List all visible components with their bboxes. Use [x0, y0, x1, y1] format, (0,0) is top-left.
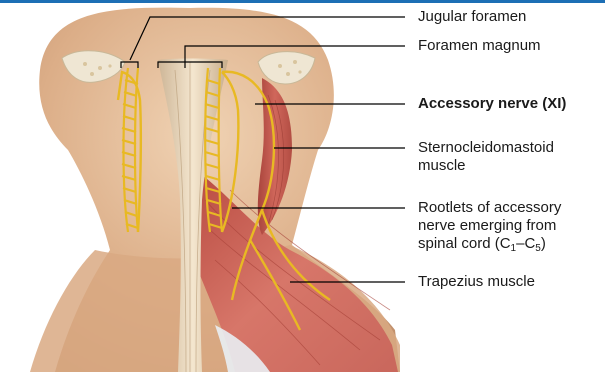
scm-line-1: Sternocleidomastoid	[418, 139, 554, 157]
rootlets-line-1: Rootlets of accessory	[418, 199, 561, 217]
label-rootlets: Rootlets of accessory nerve emerging fro…	[418, 199, 561, 253]
label-jugular-foramen: Jugular foramen	[418, 8, 526, 26]
scm-line-2: muscle	[418, 157, 554, 175]
rootlets-line-2: nerve emerging from	[418, 217, 561, 235]
label-foramen-magnum: Foramen magnum	[418, 37, 541, 55]
label-sternocleidomastoid: Sternocleidomastoid muscle	[418, 139, 554, 175]
rootlets-line-3: spinal cord (C1–C5)	[418, 235, 561, 253]
label-trapezius: Trapezius muscle	[418, 273, 535, 291]
label-accessory-nerve: Accessory nerve (XI)	[418, 95, 566, 113]
